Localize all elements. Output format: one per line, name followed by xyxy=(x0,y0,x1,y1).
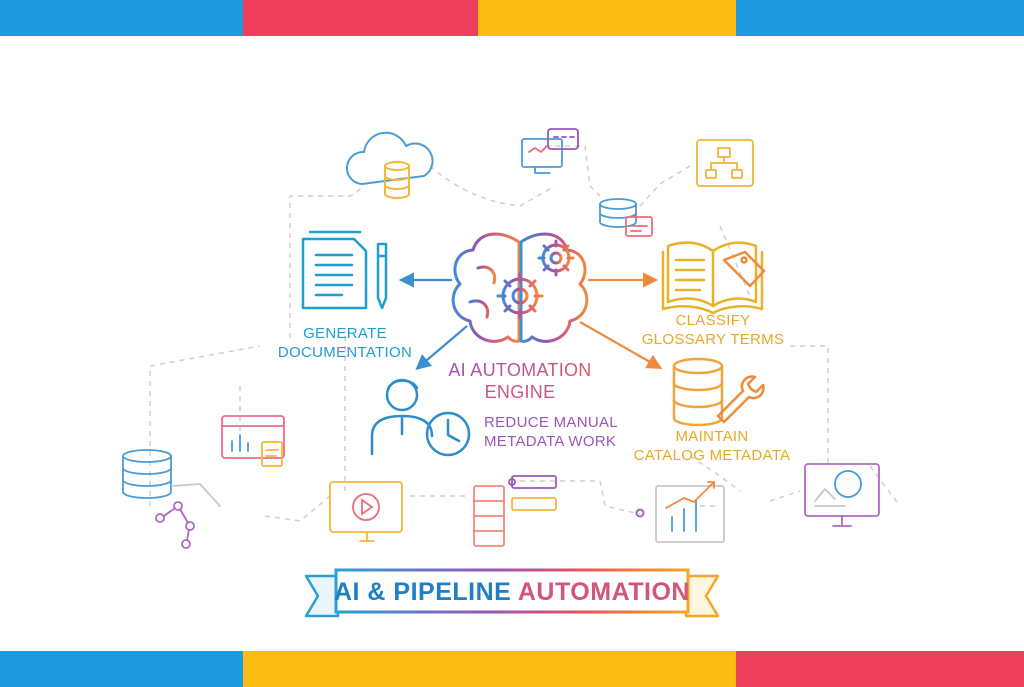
video-player-icon xyxy=(329,481,403,542)
catalog-label-line2: CATALOG METADATA xyxy=(634,447,791,464)
manual-work-label: REDUCE MANUAL METADATA WORK xyxy=(484,414,618,450)
title-ribbon: AI & PIPELINE AUTOMATION xyxy=(304,568,720,618)
arrow-to-catalog xyxy=(579,321,663,370)
ribbon-right-tail xyxy=(684,574,720,618)
diagram-canvas: AI AUTOMATION ENGINE GENERATE DOCUMENTAT… xyxy=(0,36,1024,651)
dashed-connectors xyxy=(149,145,901,522)
bottom-color-band xyxy=(0,651,1024,687)
dashboard-icon xyxy=(221,415,285,467)
form-list-icon xyxy=(473,475,557,547)
ribbon-title-part2: AUTOMATION xyxy=(518,578,690,606)
band-segment-yellow xyxy=(243,651,736,687)
glossary-label: CLASSIFY GLOSSARY TERMS xyxy=(642,312,785,348)
cloud-database-icon xyxy=(346,131,434,199)
chat-monitor-icon xyxy=(521,128,579,174)
band-segment-red xyxy=(736,651,1024,687)
manual-work-label-line1: REDUCE MANUAL xyxy=(484,414,618,431)
glossary-label-line2: GLOSSARY TERMS xyxy=(642,331,785,348)
catalog-label-line1: MAINTAIN xyxy=(676,428,749,445)
hierarchy-card-icon xyxy=(696,139,754,187)
ribbon-left-tail xyxy=(304,574,340,618)
arrow-to-manual-work xyxy=(415,325,468,370)
catalog-label: MAINTAIN CATALOG METADATA xyxy=(634,428,791,464)
band-segment-blue xyxy=(736,0,1024,36)
manual-work-label-line2: METADATA WORK xyxy=(484,433,616,450)
ribbon-title-part1: AI & PIPELINE xyxy=(334,578,518,606)
ribbon-title: AI & PIPELINE AUTOMATION xyxy=(334,578,690,606)
engine-label-line1: AI AUTOMATION xyxy=(448,360,591,380)
band-segment-blue xyxy=(0,651,243,687)
band-segment-red xyxy=(243,0,478,36)
database-card-icon xyxy=(599,198,653,237)
database-wrench-icon xyxy=(672,357,765,427)
growth-chart-icon xyxy=(635,481,725,543)
top-color-band xyxy=(0,0,1024,36)
person-clock-icon xyxy=(370,378,471,457)
documentation-label-line2: DOCUMENTATION xyxy=(278,344,412,361)
engine-label-line2: ENGINE xyxy=(485,382,556,402)
documentation-label-line1: GENERATE xyxy=(303,325,387,342)
automation-diagram: AI AUTOMATION ENGINE GENERATE DOCUMENTAT… xyxy=(122,128,901,618)
monitor-pie-icon xyxy=(804,463,880,527)
band-segment-blue xyxy=(0,0,243,36)
band-segment-yellow xyxy=(478,0,736,36)
ribbon-body xyxy=(334,568,690,614)
documentation-label: GENERATE DOCUMENTATION xyxy=(278,325,412,361)
glossary-label-line1: CLASSIFY xyxy=(676,312,751,329)
engine-label: AI AUTOMATION ENGINE xyxy=(448,360,591,402)
brain-gears-icon xyxy=(451,232,589,343)
book-tag-icon xyxy=(661,241,766,315)
documents-pen-icon xyxy=(301,230,388,310)
database-network-icon xyxy=(122,449,221,549)
connector-arrows xyxy=(398,272,663,370)
